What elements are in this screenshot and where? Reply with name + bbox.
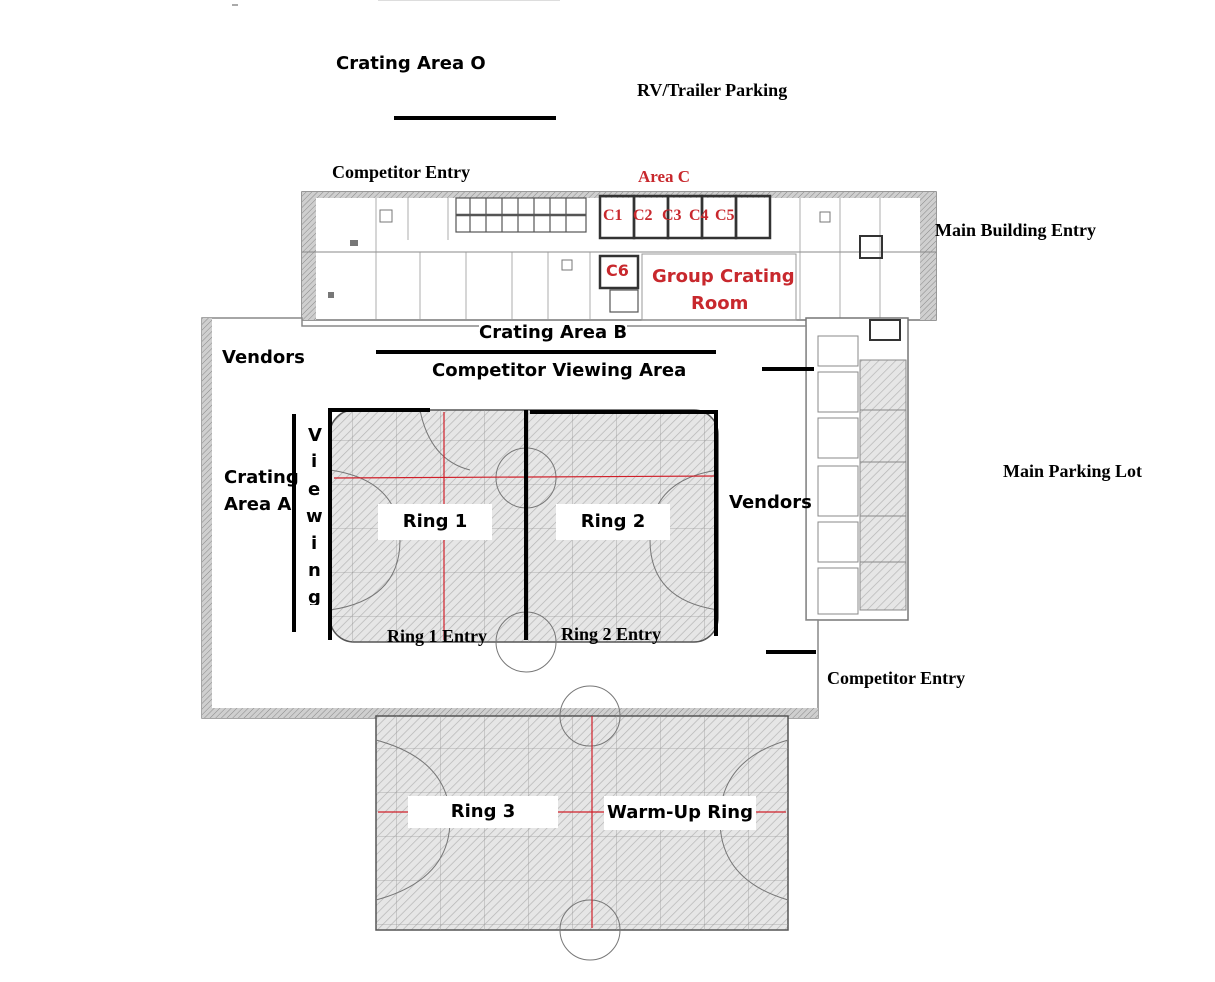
label-viewing-i2: i — [311, 533, 318, 554]
label-ring-2: Ring 2 — [556, 504, 670, 540]
north-wing — [301, 191, 937, 321]
label-viewing-n: n — [308, 560, 321, 581]
label-warm-up-ring: Warm-Up Ring — [604, 796, 756, 830]
label-c4: C4 — [689, 207, 709, 224]
label-ring-2-text: Ring 2 — [580, 511, 646, 532]
label-crating-area-o: Crating Area O — [336, 53, 486, 74]
label-ring-2-entry: Ring 2 Entry — [561, 624, 662, 644]
label-viewing-i1: i — [311, 451, 318, 472]
label-ring-1-text: Ring 1 — [402, 511, 468, 532]
label-c3: C3 — [662, 207, 682, 224]
label-competitor-viewing-area: Competitor Viewing Area — [432, 360, 687, 381]
label-crating-area-b: Crating Area B — [479, 322, 628, 343]
label-c2: C2 — [633, 207, 653, 224]
east-wing — [805, 317, 909, 621]
label-area-c: Area C — [638, 167, 691, 186]
label-main-parking-lot: Main Parking Lot — [1003, 461, 1143, 481]
barriers — [292, 350, 816, 654]
label-vendors-left: Vendors — [222, 347, 305, 368]
label-c6: C6 — [606, 261, 629, 280]
label-viewing-e: e — [308, 479, 321, 500]
label-viewing-v: V — [308, 425, 322, 446]
label-crating-area-a-line1: Crating — [224, 467, 299, 488]
label-main-building-entry: Main Building Entry — [935, 220, 1097, 240]
label-ring-3-text: Ring 3 — [450, 801, 516, 822]
label-ring-3: Ring 3 — [408, 796, 558, 828]
label-ring-1-entry: Ring 1 Entry — [387, 626, 488, 646]
top-artifacts — [232, 0, 560, 6]
label-c5: C5 — [715, 207, 735, 224]
label-competitor-entry-bottom: Competitor Entry — [827, 668, 966, 688]
label-group-crating-room-line1: Group Crating — [652, 266, 795, 287]
label-rv-trailer-parking: RV/Trailer Parking — [637, 80, 788, 100]
label-crating-area-a-line2: Area A — [224, 494, 292, 515]
label-group-crating-room-line2: Room — [691, 293, 749, 314]
label-c1: C1 — [603, 207, 623, 224]
label-competitor-entry-top: Competitor Entry — [332, 162, 471, 182]
label-warm-up-ring-text: Warm-Up Ring — [607, 802, 753, 823]
label-ring-1: Ring 1 — [378, 504, 492, 540]
label-viewing-w: w — [306, 506, 323, 527]
label-viewing-g: g — [308, 589, 321, 605]
label-vendors-right: Vendors — [729, 492, 812, 513]
